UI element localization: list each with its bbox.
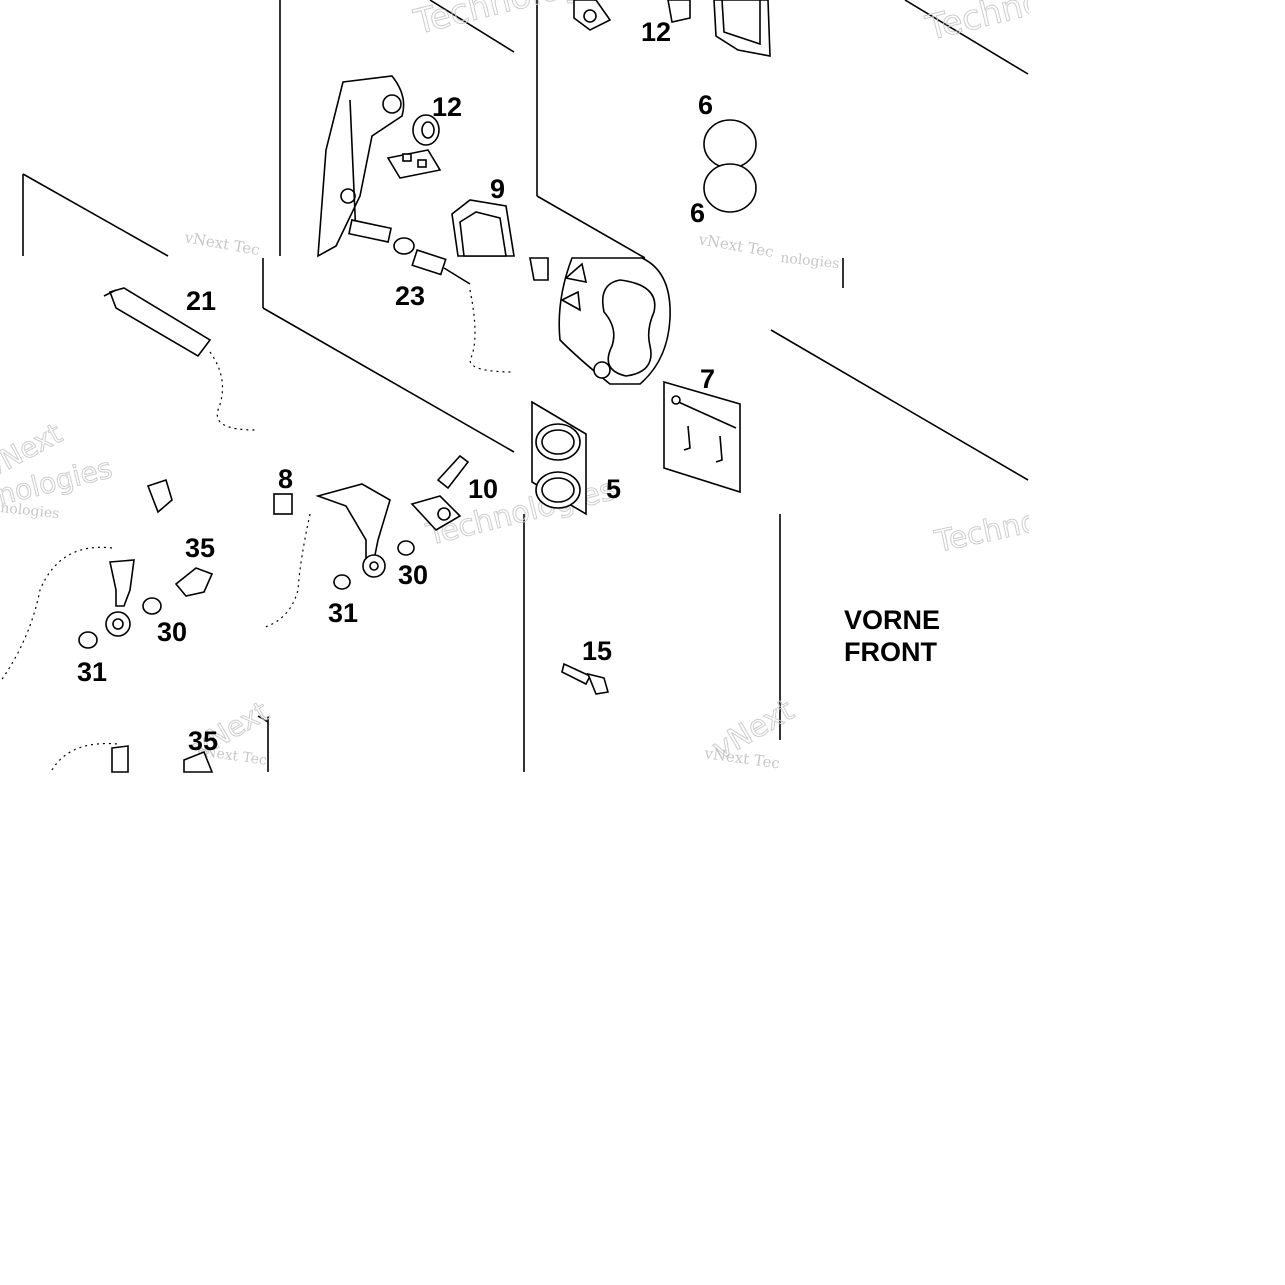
callout-30-middle: 30: [398, 560, 428, 590]
callout-35-lower: 35: [188, 726, 218, 756]
caliper-body: [529, 257, 671, 385]
part-8-clip: [273, 493, 293, 515]
part-9-brake-pad: [451, 199, 515, 257]
part-21-sleeve: [103, 287, 256, 431]
caliper-bracket: [317, 75, 405, 258]
watermark-nologies-small-2: nologies: [780, 250, 841, 272]
callout-5: 5: [606, 474, 621, 504]
pad-spring-clip: [386, 149, 442, 179]
part-7-pin-kit: [663, 380, 741, 494]
lower-fragments: [51, 742, 214, 773]
part-6-pistons: [703, 119, 757, 213]
callout-15: 15: [582, 636, 612, 666]
callout-6-lower: 6: [690, 198, 705, 228]
callout-6-upper: 6: [698, 90, 713, 120]
watermark-vnext-tec-2: vNext Tec: [696, 230, 775, 261]
callout-12-bracket: 12: [432, 92, 462, 122]
orientation-label: VORNE FRONT: [844, 605, 940, 667]
callout-30-left: 30: [157, 617, 187, 647]
orientation-vorne: VORNE: [844, 605, 940, 635]
callout-23: 23: [395, 281, 425, 311]
watermark-nologies-small: nologies: [0, 500, 60, 522]
callout-21: 21: [186, 286, 216, 316]
callout-10: 10: [468, 474, 498, 504]
callout-35-left: 35: [185, 533, 215, 563]
orientation-front: FRONT: [844, 637, 937, 667]
watermark-vnext-tec-1: vNext Tec: [182, 228, 261, 259]
callout-31-middle: 31: [328, 598, 358, 628]
callout-8: 8: [278, 464, 293, 494]
blank-area: [0, 773, 1285, 1285]
part-15-bolt: [561, 662, 610, 695]
part-5-seal-kit: [531, 400, 587, 516]
top-fragments: [573, 0, 771, 57]
part-12-bushing-upper: [412, 114, 440, 146]
callout-9: 9: [490, 174, 505, 204]
callout-7: 7: [700, 364, 715, 394]
watermark-layer: Technologies Technologies Technologies T…: [0, 0, 1145, 773]
banjo-fitting-left: [0, 478, 214, 683]
watermark-vnext-tec-3: vNext Tec: [702, 744, 781, 773]
panel-frames: [22, 0, 1029, 772]
part-23-hose-fitting: [393, 237, 515, 373]
callout-31-left: 31: [77, 657, 107, 687]
part-10-bleed-screw: [410, 454, 470, 532]
banjo-fitting-middle: [261, 483, 415, 629]
guide-pin: [348, 219, 392, 243]
blank-right: [1029, 0, 1285, 773]
callout-labels: 12 12 6 6 9 21 23 7 8 10 5 35 30 31 30 3…: [77, 17, 715, 756]
callout-12-top: 12: [641, 17, 671, 47]
